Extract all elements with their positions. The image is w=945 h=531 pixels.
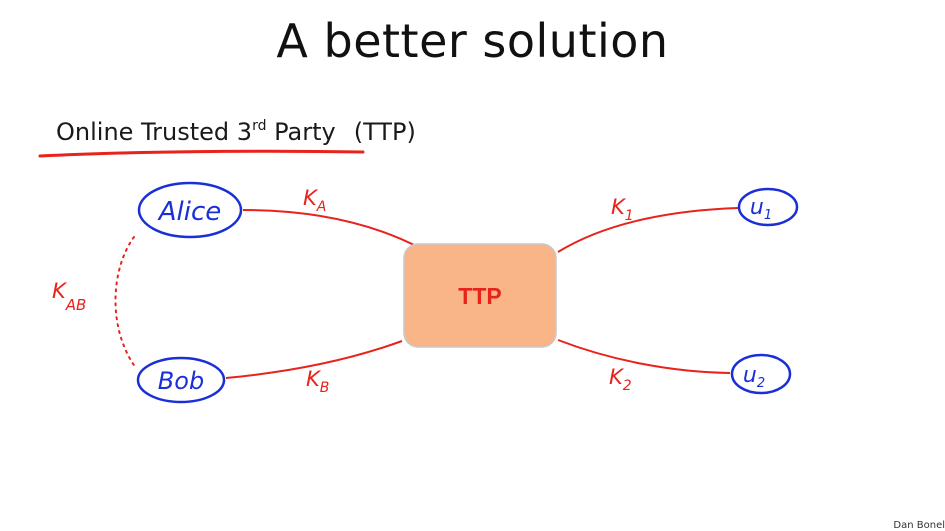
alice-node-outline [137,181,243,239]
author-credit: Dan Bonel [893,520,945,531]
label-kab: KAB [52,279,86,314]
u1-node-outline [737,187,799,227]
subtitle-paren: (TTP) [353,118,416,146]
u2-node-label: u2 [743,363,765,391]
u1-node-label: u1 [750,195,772,223]
label-ka: KA [303,186,326,215]
edge-alice-ttp [242,209,421,249]
bob-node-label: Bob [158,367,204,395]
edge-alice-bob-dotted [114,236,137,369]
label-k2: K2 [609,365,632,394]
subtitle-underline [38,149,365,158]
label-kb: KB [306,367,329,396]
bob-node-outline [136,356,226,404]
subtitle-superscript: rd [252,118,267,134]
edge-ttp-u2 [557,339,731,374]
slide-subtitle: Online Trusted 3rd Party (TTP) [56,118,416,146]
u2-node-outline [730,353,792,395]
subtitle-rest: Party [266,118,336,146]
label-k1: K1 [611,195,634,224]
edge-bob-ttp [225,340,403,379]
edge-ttp-u1 [557,207,739,253]
alice-node-label: Alice [157,197,222,227]
slide-title: A better solution [276,14,669,68]
ttp-box [403,243,557,348]
ttp-label: TTP [458,283,501,309]
subtitle-main: Online Trusted 3 [56,118,253,146]
